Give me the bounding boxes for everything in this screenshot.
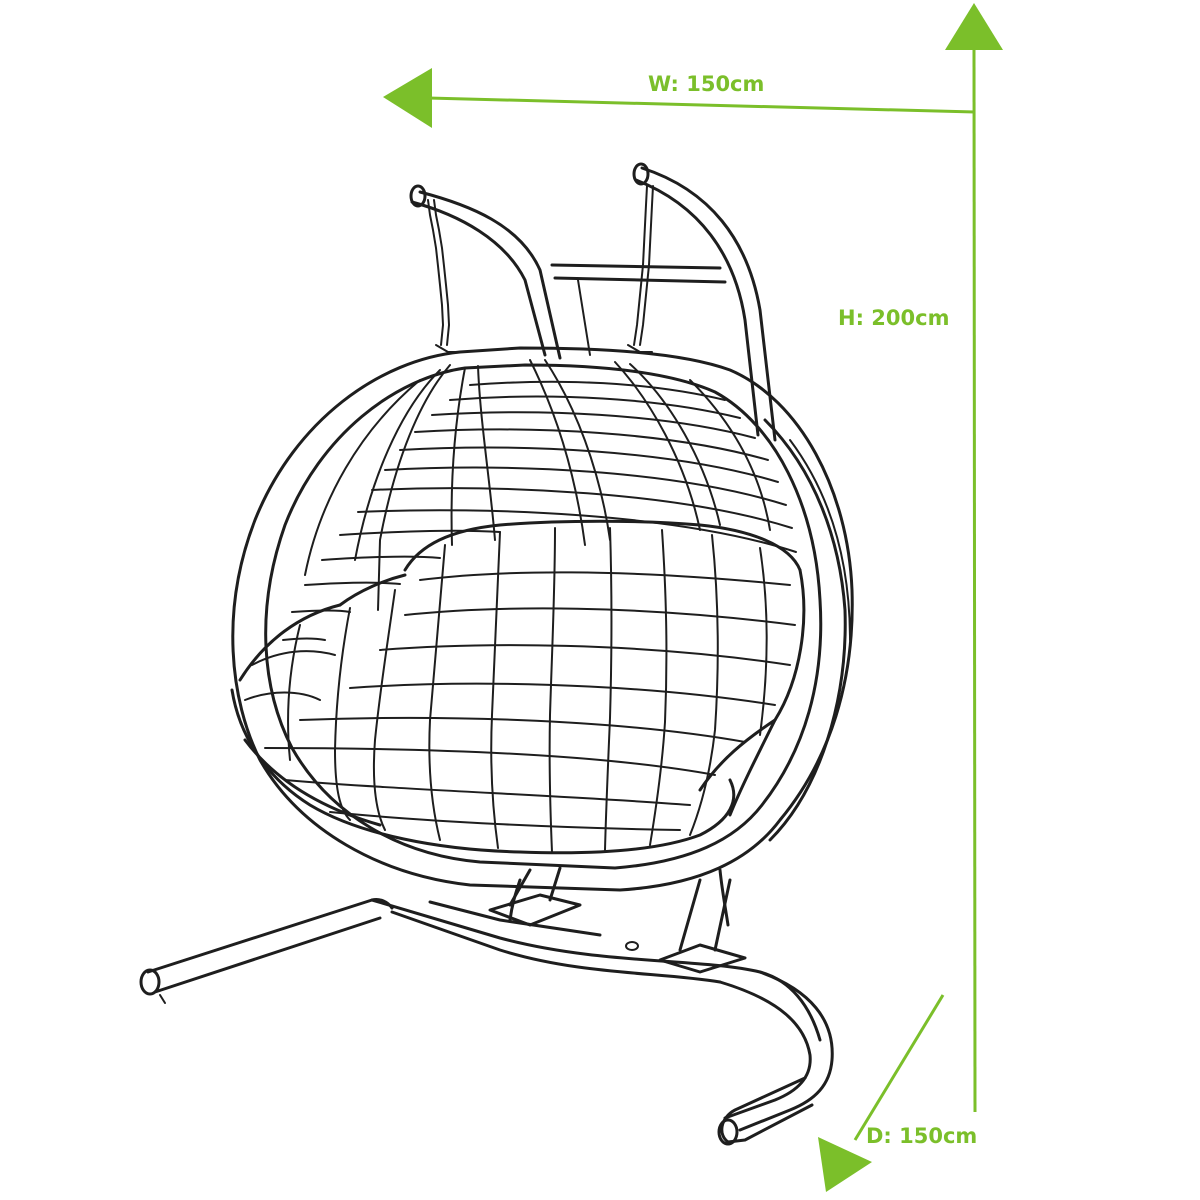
egg-basket: [230, 346, 854, 927]
base-stand: [139, 866, 834, 1146]
left-chain: [427, 199, 461, 353]
wicker-ribs: [304, 359, 771, 611]
cushion: [230, 519, 806, 855]
width-arrowhead: [383, 68, 432, 128]
height-label: H: 200cm: [838, 306, 949, 330]
depth-label: D: 150cm: [866, 1124, 977, 1148]
height-arrowhead: [945, 3, 1003, 50]
width-dimension: W: 150cm: [383, 68, 976, 128]
width-label: W: 150cm: [648, 72, 764, 96]
height-dimension-line: [972, 49, 977, 1113]
wicker-weave: [282, 380, 797, 641]
depth-arrowhead: [818, 1137, 872, 1192]
height-dimension: H: 200cm: [838, 3, 1003, 1113]
hanging-frame: [409, 162, 777, 442]
depth-dimension-line: [853, 994, 945, 1141]
width-dimension-line: [427, 96, 976, 114]
depth-dimension: D: 150cm: [818, 994, 977, 1192]
cushion-tufting: [244, 527, 796, 853]
right-chain: [627, 185, 654, 353]
